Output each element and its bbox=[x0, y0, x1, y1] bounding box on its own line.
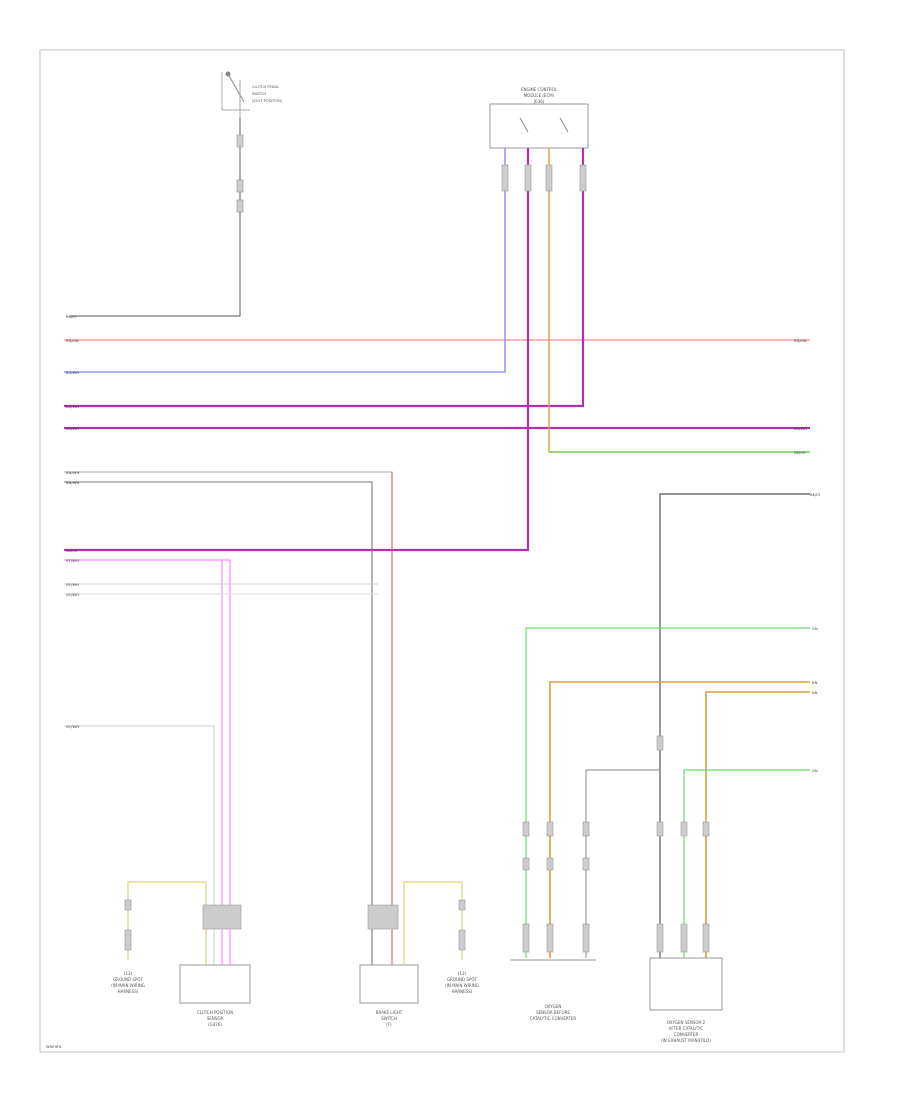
wire-buwh-1 bbox=[64, 148, 506, 373]
left-wire-label: BN/WH bbox=[66, 470, 79, 475]
left-wire-label: BU/WH bbox=[66, 426, 79, 431]
oxygen-sensor-2: OXYGEN SENSOR 2 AFTER CATALYTIC CONVERTE… bbox=[649, 957, 723, 1043]
wire-bklt bbox=[70, 118, 241, 317]
left-wire-labels: BK/LT RD/GN BU/WH BU/WH BU/WH BN/WH BN/W… bbox=[66, 314, 79, 729]
clutch-sensor-label-3: (G476) bbox=[208, 1022, 222, 1027]
clutch-switch-label-2: SWITCH bbox=[252, 92, 266, 96]
wire-bklt-right bbox=[659, 493, 810, 958]
o2-sensor-1-label-1: OXYGEN bbox=[545, 1004, 562, 1009]
wire-gnye-right bbox=[548, 148, 810, 453]
ground-left-label-1: (13) bbox=[124, 971, 133, 976]
left-wire-label: BK/LT bbox=[66, 314, 77, 319]
o2-sensor-2-label-4: (IN EXHAUST MANIFOLD) bbox=[661, 1038, 711, 1043]
right-wire-label: BU/WH bbox=[794, 426, 807, 431]
ground-left-wire bbox=[127, 881, 207, 965]
left-wire-label: GN/YE bbox=[66, 548, 78, 553]
clutch-switch-label-1: CLUTCH PEDAL bbox=[252, 85, 279, 89]
o2-connectors bbox=[522, 735, 710, 953]
ground-right-wire bbox=[403, 881, 463, 965]
brake-light-switch: BRAKE LIGHT SWITCH (F) bbox=[359, 964, 419, 1027]
ground-right-label-1: (13) bbox=[458, 971, 467, 976]
brake-switch-label-2: SWITCH bbox=[381, 1016, 397, 1021]
wire-gnye-left bbox=[64, 559, 231, 965]
clutch-sensor-label-1: CLUTCH POSITION bbox=[197, 1010, 233, 1015]
ground-left-label-2: GROUND SPOT bbox=[113, 977, 143, 982]
right-wire-label: RD/GN bbox=[794, 338, 807, 343]
ground-right: (13) GROUND SPOT (IN MAIN WIRING HARNESS… bbox=[445, 971, 479, 994]
clutch-pedal-switch: CLUTCH PEDAL SWITCH (SLOT POSITION) bbox=[221, 71, 283, 118]
ground-left-label-3: (IN MAIN WIRING bbox=[111, 983, 145, 988]
left-wire-label: BN/WH bbox=[66, 480, 79, 485]
right-wire-label: BK/LT bbox=[810, 492, 821, 497]
wire-bnwh-2 bbox=[64, 481, 373, 965]
left-wire-label: RD/GN bbox=[66, 338, 79, 343]
o2-sensor-2-label-3: CONVERTER bbox=[674, 1032, 699, 1037]
right-wire-label: GN/YE bbox=[794, 450, 806, 455]
ground-right-label-3: (IN MAIN WIRING bbox=[445, 983, 479, 988]
brake-switch-label-3: (F) bbox=[386, 1022, 392, 1027]
wire-buwh-2 bbox=[64, 148, 585, 408]
wire-gn-2 bbox=[683, 769, 810, 958]
wire-gn-1 bbox=[525, 627, 810, 958]
clutch-switch-label-3: (SLOT POSITION) bbox=[252, 99, 283, 103]
o2-sensor-1-label-3: CATALYTIC CONVERTER bbox=[530, 1016, 577, 1021]
clutch-position-sensor: CLUTCH POSITION SENSOR (G476) bbox=[179, 964, 251, 1027]
left-wire-label: GY/WH bbox=[66, 592, 79, 597]
left-wire-label: GY/WH bbox=[66, 582, 79, 587]
ecm-label-1: ENGINE CONTROL bbox=[521, 87, 558, 92]
right-wire-label: BN bbox=[812, 680, 818, 685]
o2-sensor-2-label-1: OXYGEN SENSOR 2 bbox=[667, 1020, 706, 1025]
diagram-border bbox=[39, 49, 845, 1053]
wire-grey-o2 bbox=[585, 769, 660, 958]
wire-vtwh bbox=[64, 148, 530, 552]
page-reference: W9E9F8 bbox=[46, 1044, 62, 1049]
wire-bn-2 bbox=[705, 691, 810, 958]
right-wire-label: GN bbox=[812, 626, 818, 631]
brake-switch-label-1: BRAKE LIGHT bbox=[376, 1010, 403, 1015]
right-wire-label: BN bbox=[812, 690, 818, 695]
ground-right-label-4: HARNESS) bbox=[452, 989, 473, 994]
ecm-label-2: MODULE (ECM) bbox=[524, 93, 555, 98]
clutch-sensor-label-2: SENSOR bbox=[207, 1016, 224, 1021]
ground-left: (13) GROUND SPOT (IN MAIN WIRING HARNESS… bbox=[111, 971, 145, 994]
o2-sensor-2-label-2: AFTER CATALYTIC bbox=[669, 1026, 704, 1031]
ground-left-label-4: HARNESS) bbox=[118, 989, 139, 994]
left-wire-label: BU/WH bbox=[66, 404, 79, 409]
o2-sensor-1-label-2: SENSOR BEFORE bbox=[536, 1010, 570, 1015]
engine-control-module: ENGINE CONTROL MODULE (ECM) (E36) bbox=[489, 87, 589, 149]
right-wire-label: GN bbox=[812, 768, 818, 773]
left-wire-label: BU/WH bbox=[66, 370, 79, 375]
left-wire-label: GY/WH bbox=[66, 724, 79, 729]
right-wire-labels: RD/GN BU/WH GN/YE BK/LT GN BN BN GN bbox=[794, 338, 821, 773]
ecm-label-3: (E36) bbox=[534, 99, 545, 104]
wire-bnwh-1 bbox=[64, 471, 393, 965]
left-wire-label: VT/WH bbox=[66, 558, 79, 563]
ground-right-label-2: GROUND SPOT bbox=[447, 977, 477, 982]
wire-gywh-3 bbox=[64, 725, 215, 965]
ecm-connectors bbox=[501, 164, 587, 192]
oxygen-sensor-1: OXYGEN SENSOR BEFORE CATALYTIC CONVERTER bbox=[510, 959, 596, 1021]
wire-bn-1 bbox=[549, 681, 810, 958]
